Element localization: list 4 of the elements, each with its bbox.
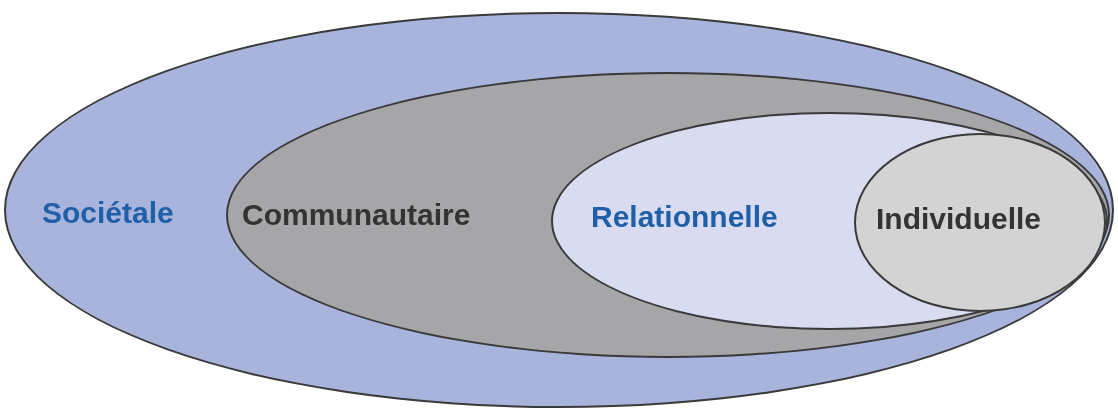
level-label: Relationnelle (591, 202, 778, 232)
level-label: Individuelle (876, 204, 1042, 234)
level-label: Communautaire (242, 200, 471, 230)
level-label: Sociétale (42, 198, 174, 228)
